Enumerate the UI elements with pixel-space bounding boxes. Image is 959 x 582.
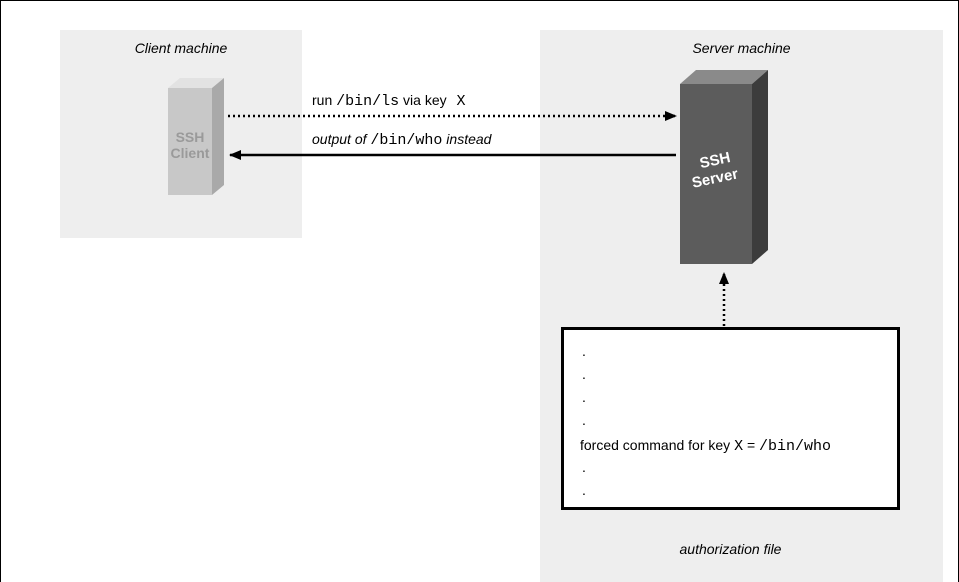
auth-dot-line: . (582, 366, 586, 382)
response-label: output of /bin/who instead (312, 131, 491, 149)
auth-dot-line: . (582, 482, 586, 498)
request-key: X (456, 93, 466, 110)
response-suffix: instead (446, 131, 492, 147)
ssh-client-label-line1: SSH (176, 129, 205, 145)
auth-dot-line: . (582, 459, 586, 475)
auth-dot-line: . (582, 343, 586, 359)
ssh-server-box: SSH Server (680, 70, 768, 264)
forced-prefix: forced command for key (580, 437, 731, 453)
ssh-server-label-line1: SSH (698, 149, 732, 172)
request-middle: via key (403, 92, 447, 108)
auth-dot-line: . (582, 389, 586, 405)
response-prefix: output of (312, 131, 367, 147)
ssh-client-box: SSH Client (168, 78, 224, 195)
forced-key: X (734, 438, 744, 455)
authorization-file-caption: authorization file (679, 541, 782, 557)
auth-dot-line: . (582, 412, 586, 428)
client-machine-title: Client machine (134, 40, 228, 56)
forced-equals: = (746, 437, 756, 453)
request-prefix: run (312, 92, 333, 108)
request-command: /bin/ls (336, 93, 400, 110)
server-machine-title: Server machine (692, 40, 791, 56)
ssh-client-label-line2: Client (171, 145, 210, 161)
authorization-file-box: . . . . forced command for key X = /bin/… (561, 327, 900, 510)
response-command: /bin/who (370, 132, 443, 149)
forced-command-line: forced command for key X = /bin/who (580, 437, 831, 455)
forced-command: /bin/who (759, 438, 832, 455)
request-label: run /bin/ls via key X (312, 92, 466, 110)
